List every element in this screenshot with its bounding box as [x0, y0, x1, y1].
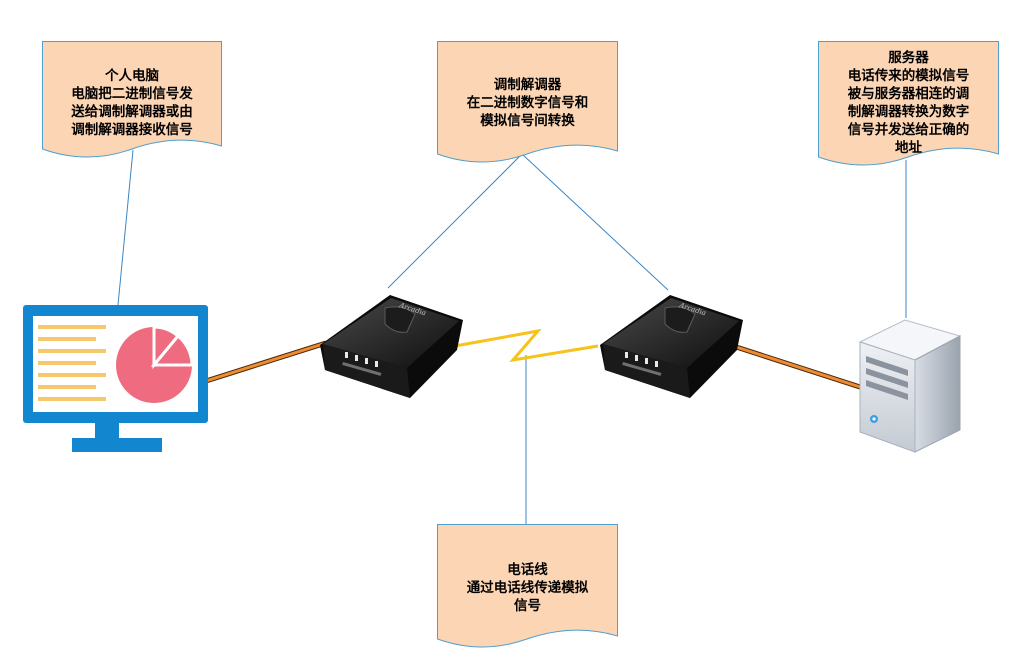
note-pc-text: 个人电脑 电脑把二进制信号发 送给调制解调器或由 调制解调器接收信号: [42, 67, 222, 139]
modem-right-icon: Arcadia: [600, 295, 743, 398]
note-line-line: 信号: [514, 598, 541, 614]
note-server-line: 被与服务器相连的调: [847, 86, 970, 102]
note-server-title: 服务器: [888, 50, 929, 66]
note-server-line: 地址: [895, 140, 922, 156]
pc-note-connector: [117, 149, 134, 306]
note-server-line: 电话传来的模拟信号: [847, 68, 970, 84]
modem-note-connector-right: [521, 153, 669, 291]
note-server: 服务器 电话传来的模拟信号 被与服务器相连的调 制解调器转换为数字 信号并发送给…: [818, 41, 999, 171]
note-modem-title: 调制解调器: [493, 77, 562, 93]
note-telephone-line: 电话线 通过电话线传递模拟 信号: [437, 524, 618, 654]
note-line-line: 通过电话线传递模拟: [466, 580, 589, 596]
server-icon: [858, 319, 962, 453]
pie-chart-icon: [116, 325, 194, 403]
note-server-line: 信号并发送给正确的: [847, 122, 970, 138]
note-server-text: 服务器 电话传来的模拟信号 被与服务器相连的调 制解调器转换为数字 信号并发送给…: [818, 49, 999, 157]
note-pc-title: 个人电脑: [105, 68, 159, 84]
note-pc-line: 调制解调器接收信号: [71, 122, 193, 138]
note-modem-text: 调制解调器 在二进制数字信号和 模拟信号间转换: [437, 76, 618, 130]
telephone-line-lightning: [454, 328, 599, 363]
note-server-line: 制解调器转换为数字: [847, 104, 970, 120]
modem-left-icon: Arcadia: [320, 295, 463, 398]
modem-note-connector-left: [387, 153, 523, 289]
connector-lines: [117, 149, 907, 524]
note-line-title: 电话线: [507, 562, 548, 578]
cable-modem-server: [729, 342, 861, 390]
pc-monitor-icon: [23, 305, 208, 452]
cable-pc-modem: [205, 340, 327, 384]
note-pc-line: 送给调制解调器或由: [71, 104, 193, 120]
note-pc-line: 电脑把二进制信号发: [71, 86, 193, 102]
note-modem: 调制解调器 在二进制数字信号和 模拟信号间转换: [437, 41, 618, 168]
note-pc: 个人电脑 电脑把二进制信号发 送给调制解调器或由 调制解调器接收信号: [42, 41, 222, 163]
note-line-text: 电话线 通过电话线传递模拟 信号: [437, 561, 618, 615]
note-modem-line: 模拟信号间转换: [480, 113, 575, 129]
note-modem-line: 在二进制数字信号和: [466, 95, 589, 111]
